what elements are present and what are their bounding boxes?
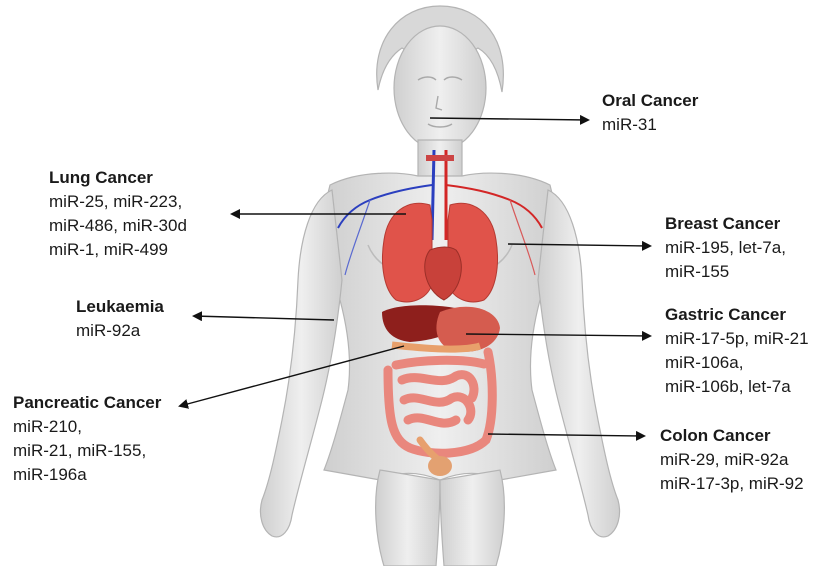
oral-cancer-mirna-1: miR-31 <box>602 113 698 137</box>
bladder <box>428 456 452 476</box>
lung-cancer-mirna-3: miR-1, miR-499 <box>49 238 187 262</box>
colon-cancer-label: Colon Cancer miR-29, miR-92a miR-17-3p, … <box>660 424 804 496</box>
pancreatic-cancer-mirna-1: miR-210, <box>13 415 161 439</box>
pancreatic-cancer-mirna-3: miR-196a <box>13 463 161 487</box>
breast-cancer-mirna-2: miR-155 <box>665 260 786 284</box>
left-leg <box>376 470 440 566</box>
oral-cancer-title: Oral Cancer <box>602 89 698 113</box>
breast-cancer-title: Breast Cancer <box>665 212 786 236</box>
lung-cancer-label: Lung Cancer miR-25, miR-223, miR-486, mi… <box>49 166 187 262</box>
gastric-cancer-mirna-2: miR-106a, <box>665 351 809 375</box>
colon-cancer-mirna-1: miR-29, miR-92a <box>660 448 804 472</box>
breast-cancer-mirna-1: miR-195, let-7a, <box>665 236 786 260</box>
leukaemia-mirna-1: miR-92a <box>76 319 164 343</box>
leukaemia-label: Leukaemia miR-92a <box>76 295 164 343</box>
right-arm <box>538 190 620 537</box>
lung-cancer-title: Lung Cancer <box>49 166 187 190</box>
head <box>394 26 486 150</box>
leukaemia-title: Leukaemia <box>76 295 164 319</box>
right-leg <box>440 470 504 566</box>
breast-cancer-label: Breast Cancer miR-195, let-7a, miR-155 <box>665 212 786 284</box>
lung-cancer-mirna-1: miR-25, miR-223, <box>49 190 187 214</box>
pancreatic-cancer-mirna-2: miR-21, miR-155, <box>13 439 161 463</box>
oral-cancer-label: Oral Cancer miR-31 <box>602 89 698 137</box>
gastric-cancer-label: Gastric Cancer miR-17-5p, miR-21 miR-106… <box>665 303 809 399</box>
gastric-cancer-mirna-3: miR-106b, let-7a <box>665 375 809 399</box>
colon-cancer-mirna-2: miR-17-3p, miR-92 <box>660 472 804 496</box>
gastric-cancer-title: Gastric Cancer <box>665 303 809 327</box>
lung-cancer-mirna-2: miR-486, miR-30d <box>49 214 187 238</box>
pancreas <box>392 345 480 349</box>
pancreatic-cancer-label: Pancreatic Cancer miR-210, miR-21, miR-1… <box>13 391 161 487</box>
pancreatic-cancer-title: Pancreatic Cancer <box>13 391 161 415</box>
left-arm <box>260 190 342 537</box>
gastric-cancer-mirna-1: miR-17-5p, miR-21 <box>665 327 809 351</box>
colon-cancer-title: Colon Cancer <box>660 424 804 448</box>
